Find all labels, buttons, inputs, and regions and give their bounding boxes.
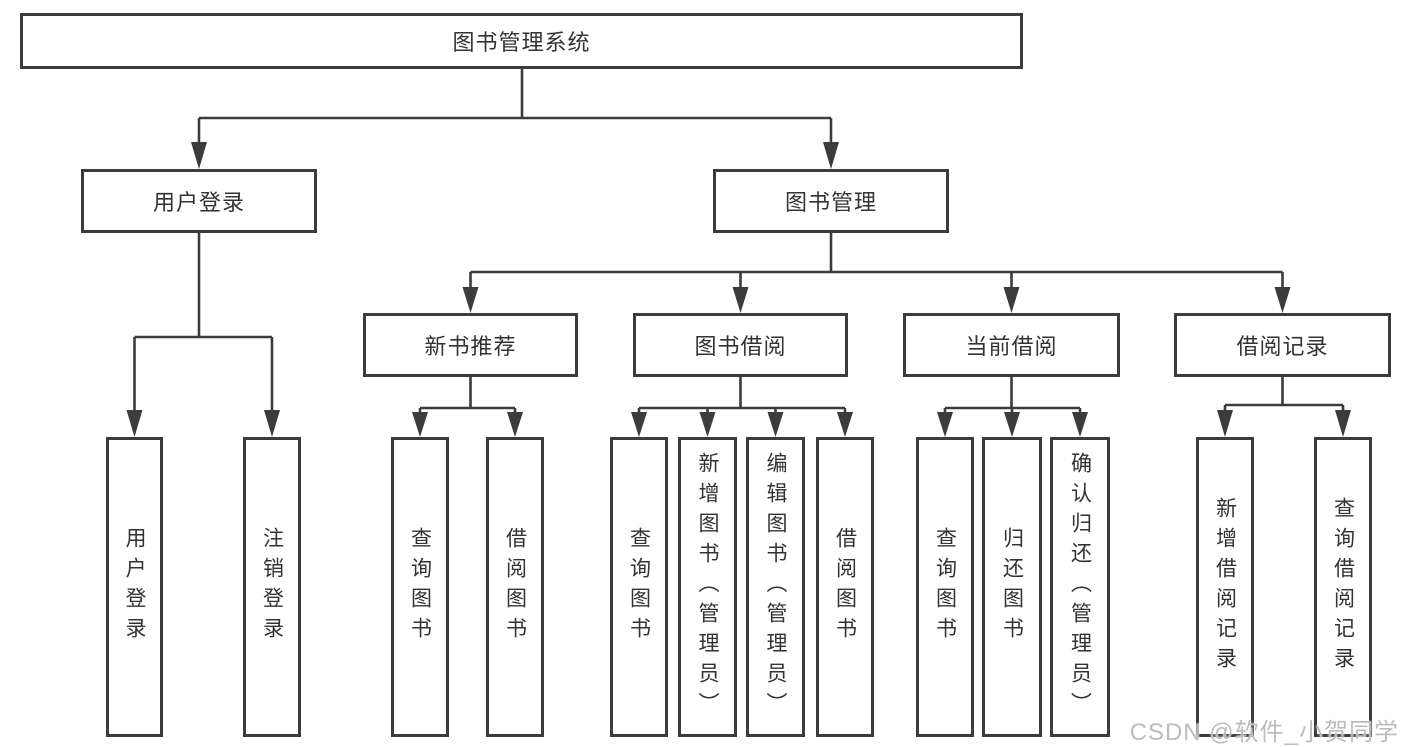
csdn-watermark: CSDN @软件_小贺同学: [1129, 719, 1399, 746]
leaf-add-books-admin-label: 新增图书（管理员）: [696, 452, 720, 722]
leaf-query-books-current: 查询图书: [916, 437, 974, 737]
node-user-login: 用户登录: [81, 169, 317, 233]
node-current-borrow: 当前借阅: [903, 313, 1120, 377]
leaf-logout: 注销登录: [243, 437, 301, 737]
leaf-return-books-label: 归还图书: [1000, 527, 1024, 647]
leaf-query-books-rec: 查询图书: [391, 437, 449, 737]
node-book-borrow: 图书借阅: [633, 313, 848, 377]
leaf-query-books-borrow-label: 查询图书: [627, 527, 651, 647]
leaf-query-borrow-record-label: 查询借阅记录: [1331, 497, 1355, 677]
leaf-logout-label: 注销登录: [260, 527, 284, 647]
node-new-book-rec: 新书推荐: [363, 313, 578, 377]
connector-book-mgmt-to-level3: [462, 233, 1291, 313]
leaf-user-login: 用户登录: [106, 437, 163, 737]
leaf-user-login-label: 用户登录: [123, 527, 147, 647]
leaf-add-books-admin: 新增图书（管理员）: [678, 437, 737, 737]
connector-new-book-rec-to-leaves: [412, 377, 523, 437]
node-borrow-records: 借阅记录: [1174, 313, 1391, 377]
leaf-add-borrow-record-label: 新增借阅记录: [1213, 497, 1237, 677]
leaf-borrow-books-rec-label: 借阅图书: [503, 527, 527, 647]
leaf-query-borrow-record: 查询借阅记录: [1314, 437, 1372, 737]
leaf-borrow-books-borrow: 借阅图书: [816, 437, 874, 737]
node-root: 图书管理系统: [20, 13, 1023, 69]
connector-book-borrow-to-leaves: [631, 377, 853, 437]
leaf-query-books-borrow: 查询图书: [610, 437, 668, 737]
leaf-return-books: 归还图书: [982, 437, 1042, 737]
leaf-add-borrow-record: 新增借阅记录: [1196, 437, 1254, 737]
connector-current-borrow-to-leaves: [937, 377, 1088, 437]
node-book-borrow-label: 图书借阅: [694, 334, 787, 359]
connector-borrow-records-to-leaves: [1217, 377, 1351, 437]
leaf-borrow-books-borrow-label: 借阅图书: [833, 527, 857, 647]
node-user-login-label: 用户登录: [152, 190, 245, 215]
leaf-query-books-rec-label: 查询图书: [408, 527, 432, 647]
node-book-mgmt-label: 图书管理: [784, 190, 877, 215]
node-new-book-rec-label: 新书推荐: [424, 334, 517, 359]
node-current-borrow-label: 当前借阅: [965, 334, 1058, 359]
connector-user-login-to-leaves: [126, 233, 280, 437]
leaf-confirm-return-admin-label: 确认归还（管理员）: [1068, 452, 1092, 722]
node-root-label: 图书管理系统: [452, 30, 591, 55]
leaf-edit-books-admin-label: 编辑图书（管理员）: [764, 452, 788, 722]
leaf-query-books-current-label: 查询图书: [933, 527, 957, 647]
leaf-edit-books-admin: 编辑图书（管理员）: [746, 437, 805, 737]
node-book-mgmt: 图书管理: [713, 169, 949, 233]
leaf-confirm-return-admin: 确认归还（管理员）: [1050, 437, 1110, 737]
leaf-borrow-books-rec: 借阅图书: [486, 437, 544, 737]
connector-root-to-level2: [191, 69, 839, 169]
node-borrow-records-label: 借阅记录: [1236, 334, 1329, 359]
